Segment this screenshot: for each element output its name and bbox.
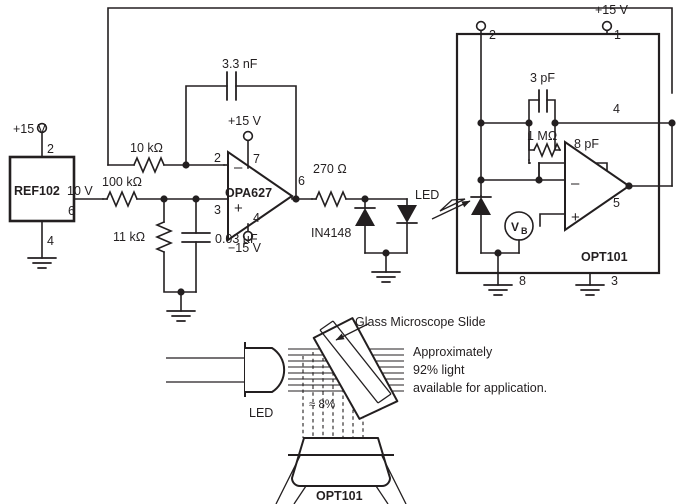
opa627-vpos-label: +15 V <box>228 114 262 128</box>
opt101-noninverting-sign: + <box>571 209 580 226</box>
ref102-out-voltage: 10 V <box>67 184 93 198</box>
opt101-package-illustration <box>275 437 407 504</box>
opt101-part-name: OPT101 <box>581 250 628 264</box>
capacitor-3pf-label: 3 pF <box>530 71 555 85</box>
opa627-pin-4: 4 <box>253 211 260 225</box>
resistor-11k <box>154 198 197 293</box>
ref102-pin-2: 2 <box>47 142 54 156</box>
opt101-pin2-terminal <box>475 20 487 197</box>
opt101-pin-3-label: 3 <box>611 274 618 288</box>
diode-in4148 <box>354 198 376 254</box>
opa627-inverting-sign: – <box>234 159 243 176</box>
transmission-note-line2: 92% light <box>413 363 465 377</box>
feedback-bus-wire <box>107 7 673 166</box>
opt101-internal-opamp <box>480 140 673 232</box>
led-illustration-label: LED <box>249 406 273 420</box>
ref102-pin-4: 4 <box>47 234 54 248</box>
capacitor-3p3nf-label: 3.3 nF <box>222 57 258 71</box>
resistor-10k-label: 10 kΩ <box>130 141 163 155</box>
junction-dots <box>160 119 676 296</box>
opt101-pin-8-label: 8 <box>519 274 526 288</box>
opt101-pin-1-label: 1 <box>614 28 621 42</box>
ref102-part-name: REF102 <box>14 184 60 198</box>
opa627-pin-7: 7 <box>253 152 260 166</box>
opt101-bias-source <box>504 211 534 254</box>
diode-in4148-label: IN4148 <box>311 226 351 240</box>
reflection-percent-label: ≈ 8% <box>309 399 335 411</box>
opa627-pin-2: 2 <box>214 151 221 165</box>
opt101-pin-4-label: 4 <box>613 102 620 116</box>
ref102-block <box>8 122 104 269</box>
opt101-pin3-ground <box>575 272 605 296</box>
glass-slide-label: Glass Microscope Slide <box>355 315 486 329</box>
opt101-pin-2-label: 2 <box>489 28 496 42</box>
opa627-pin-3: 3 <box>214 203 221 217</box>
opa627-vneg-label: −15 V <box>228 241 262 255</box>
led-drive-diode <box>396 198 418 254</box>
opt101-pin-5-label: 5 <box>613 196 620 210</box>
capacitor-0p03uf-label: 0.03 µF <box>215 232 258 246</box>
resistor-11k-label: 11 kΩ <box>113 230 145 244</box>
resistor-100k <box>102 189 197 209</box>
slide-callout-arrow <box>335 323 369 341</box>
ref102-pin-6: 6 <box>68 204 75 218</box>
capacitor-3p3nf <box>185 71 297 200</box>
resistor-10k <box>107 155 225 175</box>
ground-symbol-ref102 <box>27 257 57 269</box>
led-package-illustration <box>166 342 286 397</box>
opt101-illustration-label: OPT101 <box>316 489 363 503</box>
opt101-photodiode <box>470 195 492 254</box>
resistor-100k-label: 100 kΩ <box>102 175 142 189</box>
transmission-note-line1: Approximately <box>413 345 493 359</box>
opa627-opamp <box>195 130 313 242</box>
opt101-supply-label: +15 V <box>595 3 629 17</box>
capacitor-8pf-label: 8 pF <box>574 137 599 151</box>
resistor-1m-label: 1 MΩ <box>527 129 557 143</box>
opt101-pin1-terminal <box>601 20 613 35</box>
opt101-block <box>455 32 661 275</box>
ground-symbol-input-network <box>166 291 196 322</box>
glass-microscope-slide <box>312 317 399 420</box>
optical-coupling-arrow <box>431 198 471 220</box>
capacitor-0p03uf <box>181 198 211 293</box>
ground-symbol-led-cathode <box>364 252 408 283</box>
bias-source-subscript: B <box>521 226 528 236</box>
ref102-supply-label: +15 V <box>13 122 47 136</box>
opt101-feedback-network <box>480 89 673 159</box>
transmission-note-line3: available for application. <box>413 381 547 395</box>
resistor-270 <box>311 189 408 209</box>
resistor-270-label: 270 Ω <box>313 162 347 176</box>
opa627-part-name: OPA627 <box>225 186 272 200</box>
opa627-noninverting-sign: + <box>234 200 243 217</box>
opa627-pin-6: 6 <box>298 174 305 188</box>
opt101-inverting-sign: – <box>571 175 580 192</box>
led-drive-label: LED <box>415 188 439 202</box>
bias-source-label: V <box>511 220 519 234</box>
